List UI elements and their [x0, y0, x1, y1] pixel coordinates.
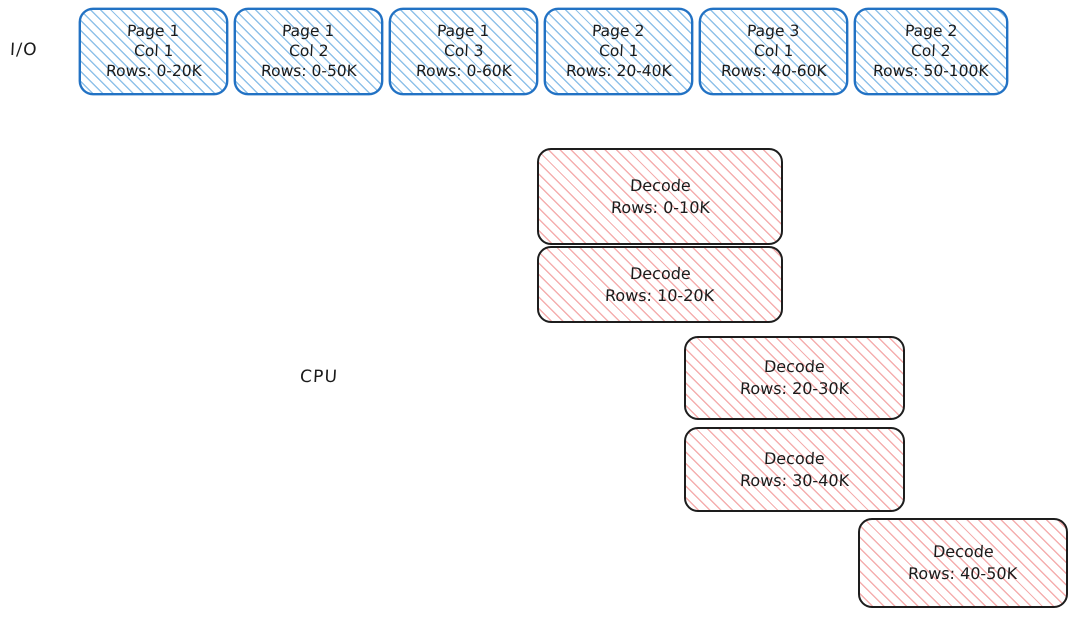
io-block-col: Col 1	[753, 41, 794, 60]
io-block-page: Page 3	[746, 21, 801, 40]
io-block[interactable]: Page 3 Col 1 Rows: 40-60K	[699, 8, 848, 95]
io-block-page: Page 1	[126, 21, 181, 40]
cpu-decode-op: Decode	[763, 357, 826, 376]
io-block-rows: Rows: 40-60K	[720, 61, 827, 80]
cpu-decode-rows: Rows: 10-20K	[604, 285, 716, 305]
io-block-page: Page 2	[904, 21, 958, 40]
io-block[interactable]: Page 1 Col 3 Rows: 0-60K	[389, 8, 538, 95]
io-block-page: Page 2	[591, 21, 646, 40]
cpu-decode-rows: Rows: 30-40K	[739, 470, 850, 490]
io-block-rows: Rows: 20-40K	[565, 61, 672, 80]
io-block[interactable]: Page 1 Col 1 Rows: 0-20K	[79, 8, 228, 95]
cpu-decode-op: Decode	[629, 175, 691, 195]
cpu-decode-op: Decode	[763, 448, 826, 468]
cpu-decode-block[interactable]: Decode Rows: 40-50K	[858, 518, 1068, 608]
io-block[interactable]: Page 2 Col 2 Rows: 50-100K	[854, 8, 1008, 95]
io-block[interactable]: Page 1 Col 2 Rows: 0-50K	[234, 8, 383, 95]
io-block-col: Col 2	[288, 41, 329, 60]
io-block-rows: Rows: 0-20K	[105, 61, 202, 80]
cpu-decode-rows: Rows: 40-50K	[907, 564, 1019, 583]
cpu-decode-op: Decode	[932, 542, 994, 561]
lane-label-io: I/O	[9, 40, 39, 60]
io-block-rows: Rows: 0-50K	[260, 61, 357, 80]
io-block[interactable]: Page 2 Col 1 Rows: 20-40K	[544, 8, 693, 95]
cpu-decode-block[interactable]: Decode Rows: 0-10K	[537, 148, 783, 245]
io-block-page: Page 1	[436, 21, 491, 40]
cpu-decode-rows: Rows: 0-10K	[610, 197, 710, 217]
cpu-decode-block[interactable]: Decode Rows: 10-20K	[537, 246, 783, 323]
io-block-rows: Rows: 0-60K	[415, 61, 512, 80]
io-block-col: Col 1	[598, 41, 639, 60]
io-block-col: Col 2	[910, 41, 952, 60]
io-block-col: Col 1	[133, 41, 174, 60]
io-block-page: Page 1	[281, 21, 336, 40]
cpu-decode-block[interactable]: Decode Rows: 20-30K	[684, 336, 905, 420]
io-block-rows: Rows: 50-100K	[872, 61, 990, 80]
io-block-col: Col 3	[443, 41, 484, 60]
cpu-decode-rows: Rows: 20-30K	[739, 379, 850, 398]
cpu-decode-op: Decode	[629, 263, 691, 283]
cpu-decode-block[interactable]: Decode Rows: 30-40K	[684, 427, 905, 512]
lane-label-cpu: CPU	[299, 367, 339, 387]
